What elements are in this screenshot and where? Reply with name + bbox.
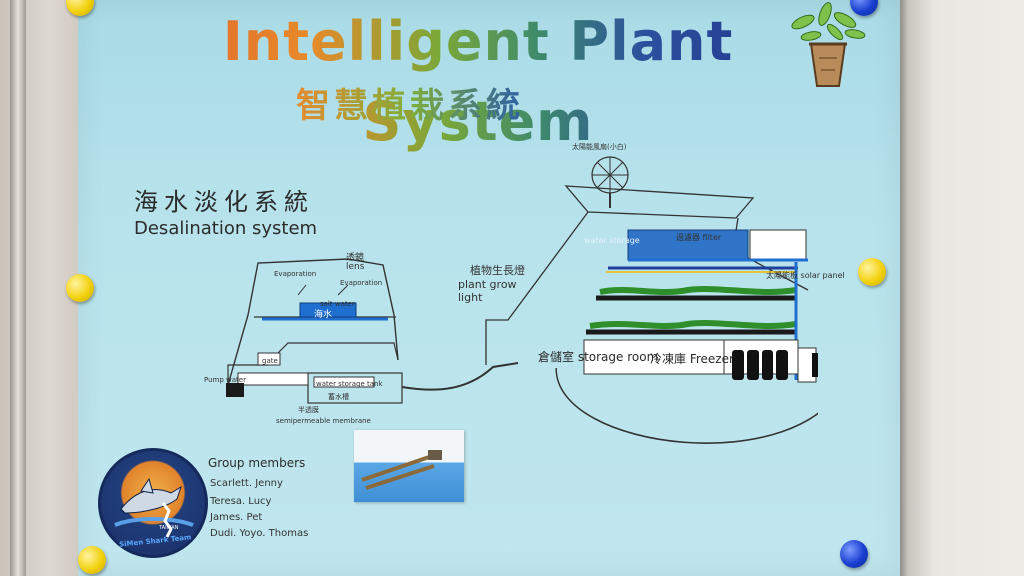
- label-pump: Pump water: [204, 376, 246, 384]
- group-member-4: Dudi. Yoyo. Thomas: [210, 528, 309, 539]
- team-badge: TAIWAN SiMen Shark Team: [98, 448, 208, 558]
- label-filter: 過濾器 filter: [676, 233, 722, 242]
- battery-pack: [732, 350, 788, 380]
- group-member-3: James. Pet: [210, 512, 263, 523]
- desal-title-en: Desalination system: [134, 218, 318, 239]
- label-salt-water: salt water: [320, 300, 355, 308]
- wall-right: [894, 0, 1024, 576]
- pin-bottom-right: [840, 540, 868, 568]
- poster: Intelligent Plant System 智慧植栽系統 海水淡化系統 D…: [66, 0, 900, 576]
- label-freezer: 冷凍庫 Freezer: [650, 352, 734, 366]
- pin-mid-right: [858, 258, 886, 286]
- plant-structure-diagram: [485, 156, 818, 444]
- badge-top-text: TAIWAN: [159, 525, 179, 531]
- wall-rail: [10, 0, 26, 576]
- label-water-storage-tank: water storage tank: [316, 380, 383, 388]
- photo-card: [354, 430, 464, 502]
- label-water-storage: water storage: [584, 236, 640, 245]
- pin-top-left: [66, 0, 94, 16]
- label-semipermeable-cn: 半透膜: [298, 406, 319, 414]
- poster-title: Intelligent Plant System: [98, 2, 858, 162]
- group-member-1: Scarlett. Jenny: [210, 478, 283, 489]
- label-plant-grow-light-en: plant grow light: [458, 278, 517, 304]
- label-windmill: 太陽能風扇(小白): [572, 143, 627, 151]
- label-storage-room: 倉儲室 storage room: [538, 350, 659, 364]
- group-member-2: Teresa. Lucy: [210, 496, 272, 507]
- pin-bottom-left: [78, 546, 106, 574]
- label-gate: gate: [262, 357, 278, 365]
- pin-top-right: [850, 0, 878, 16]
- group-heading: Group members: [208, 456, 306, 470]
- label-plant-grow-light-cn: 植物生長燈: [470, 264, 525, 277]
- label-storage-tank-cn: 蓄水槽: [328, 393, 349, 401]
- label-solar-panel: 太陽能板 solar panel: [766, 271, 845, 280]
- label-evaporation-right: Evaporation: [340, 279, 383, 287]
- label-semipermeable-en: semipermeable membrane: [276, 417, 371, 425]
- pin-mid-left: [66, 274, 94, 302]
- label-salt-water-cn: 海水: [314, 310, 333, 320]
- desalination-diagram: [226, 258, 519, 404]
- desal-title-cn: 海水淡化系統: [134, 188, 314, 216]
- label-evaporation-left: Evaporation: [274, 270, 317, 278]
- poster-subtitle: 智慧植栽系統: [296, 78, 524, 127]
- potted-plant-illustration: [791, 2, 866, 87]
- label-lens-cn: 透鏡: [346, 253, 365, 263]
- label-lens-en: lens: [346, 262, 365, 272]
